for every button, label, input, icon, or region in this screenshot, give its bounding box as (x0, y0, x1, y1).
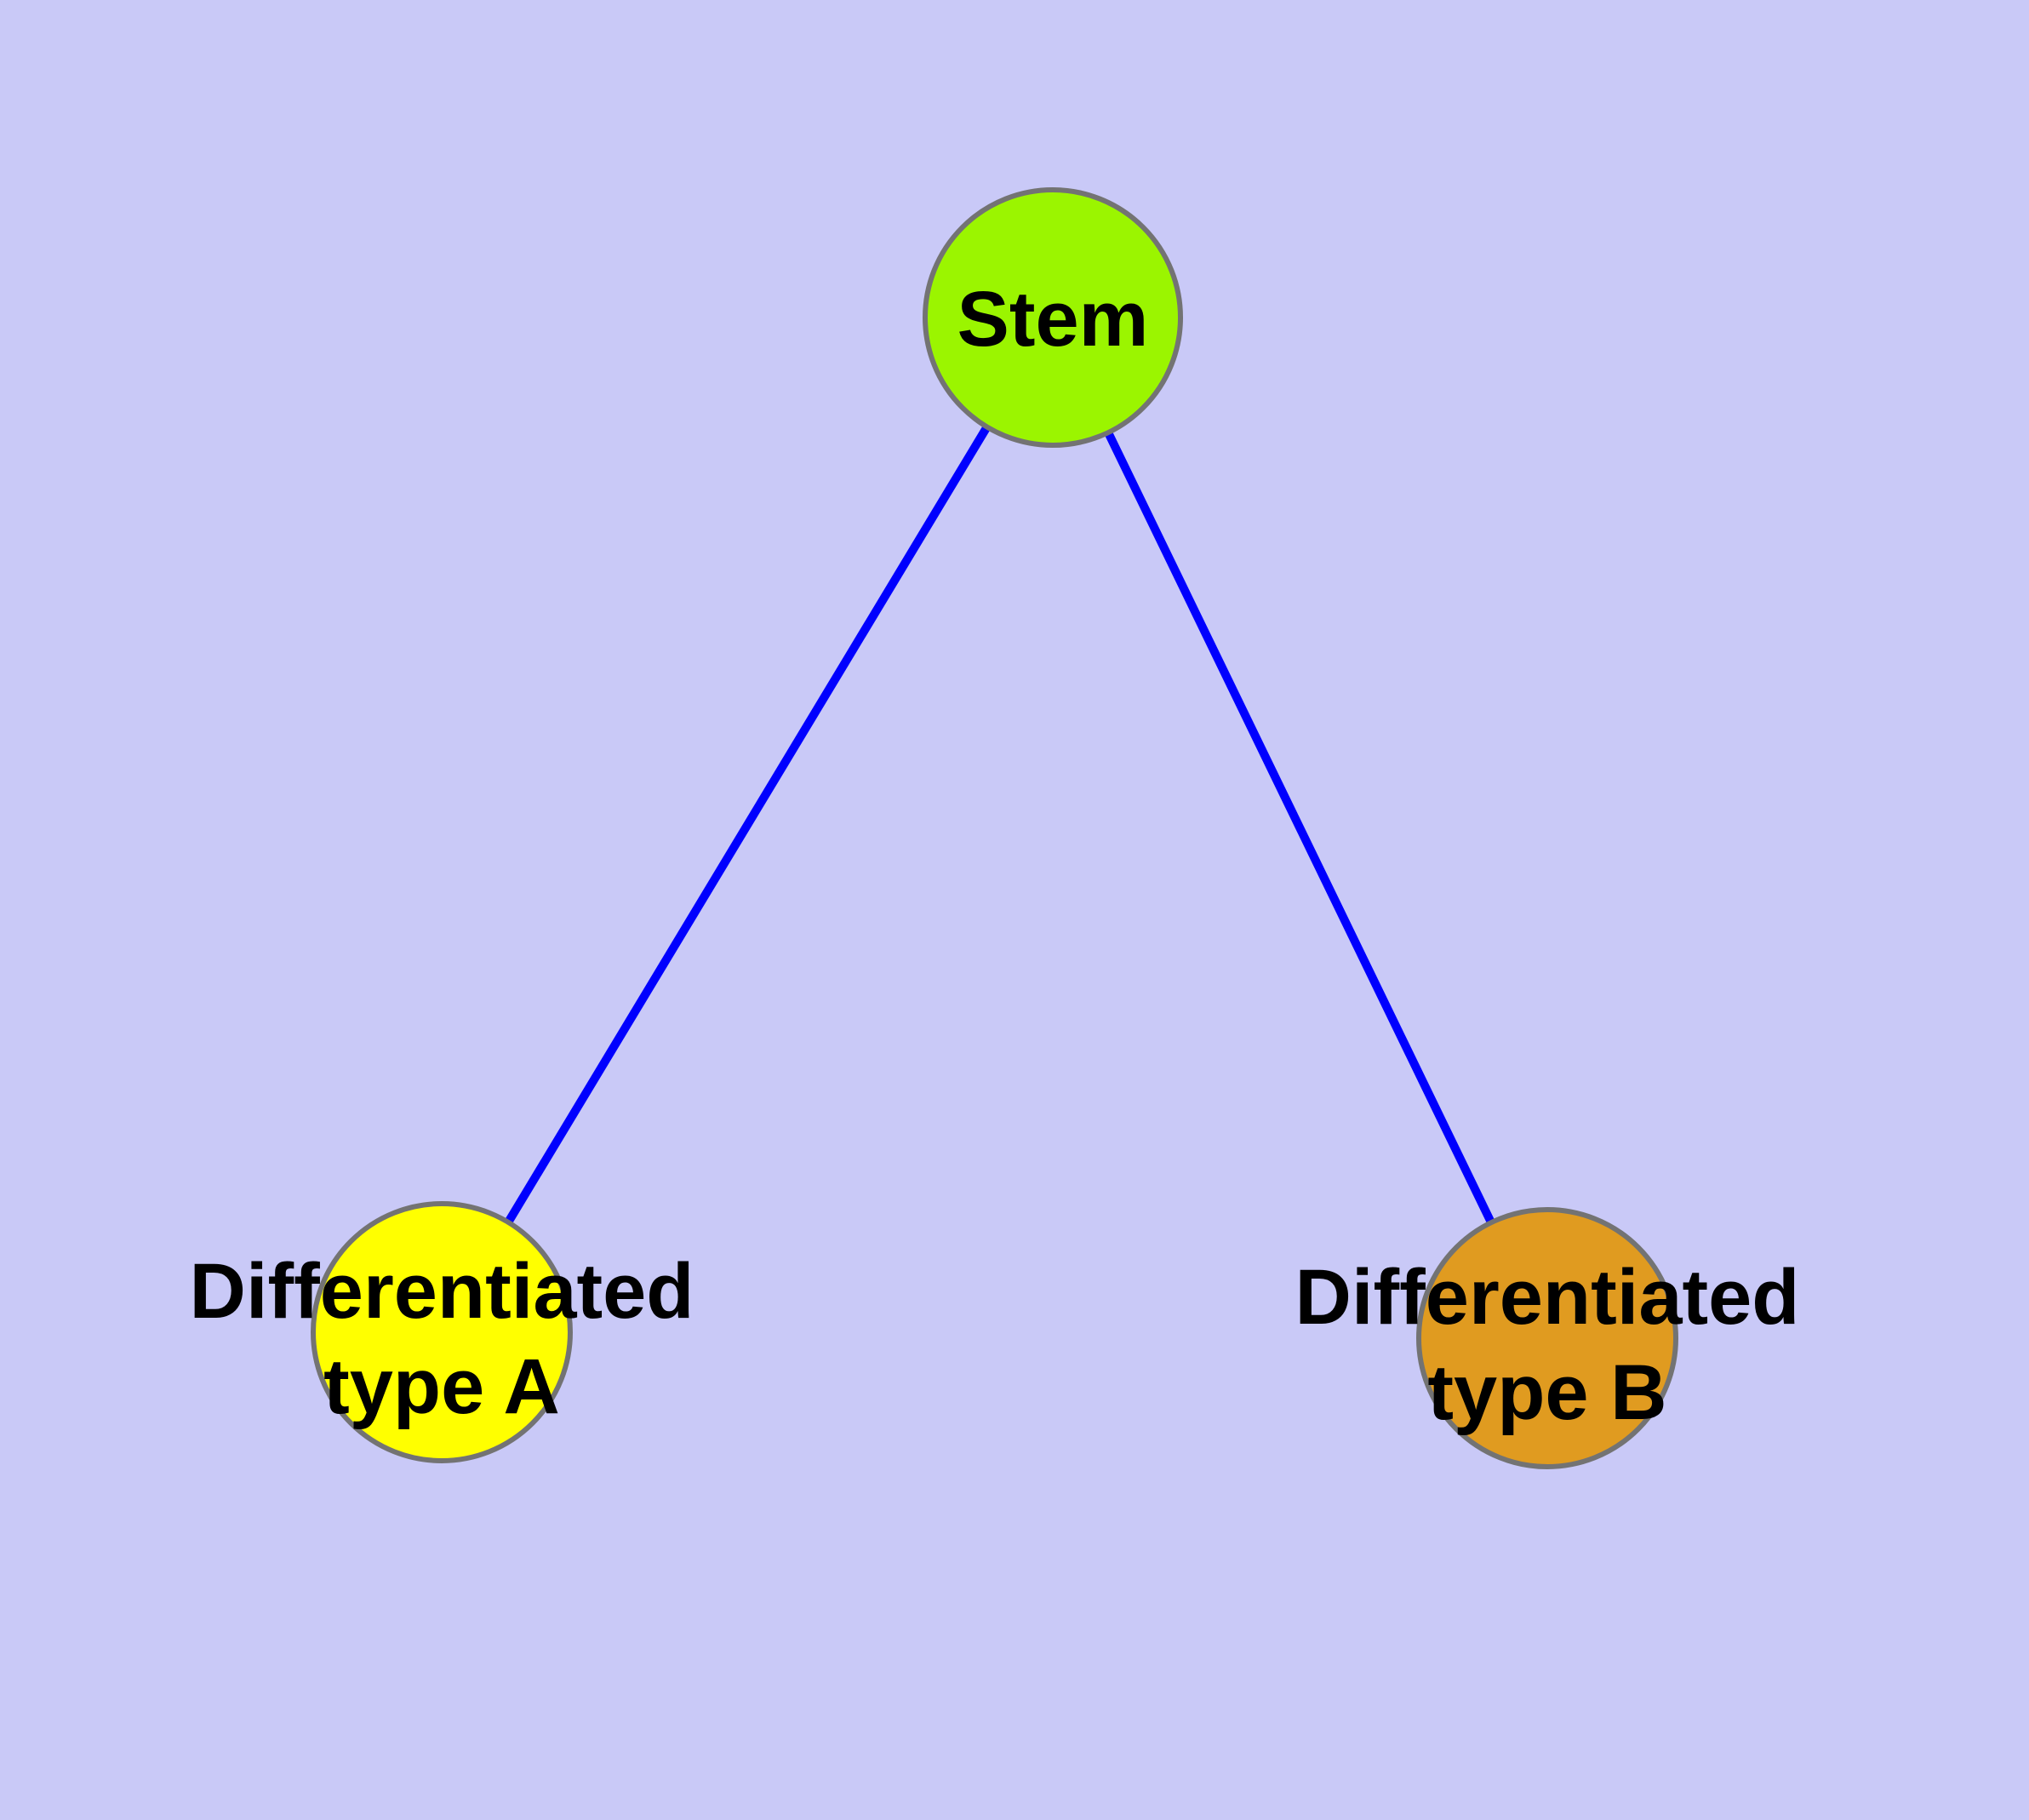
differentiated-type-a-label-line2: type A (323, 1343, 560, 1430)
stem-node (923, 187, 1183, 448)
differentiated-type-b-label-line2: type B (1427, 1349, 1666, 1436)
differentiated-type-b-node (1416, 1207, 1678, 1469)
edge-stem-to-type-a (504, 424, 992, 1225)
stem-node-label: Stem (957, 276, 1149, 363)
differentiated-type-a-node (311, 1201, 573, 1463)
differentiated-type-b-label-line1: Differentiated (1295, 1254, 1800, 1341)
differentiated-type-a-label-line1: Differentiated (190, 1248, 694, 1335)
edge-stem-to-type-b (1104, 430, 1495, 1225)
